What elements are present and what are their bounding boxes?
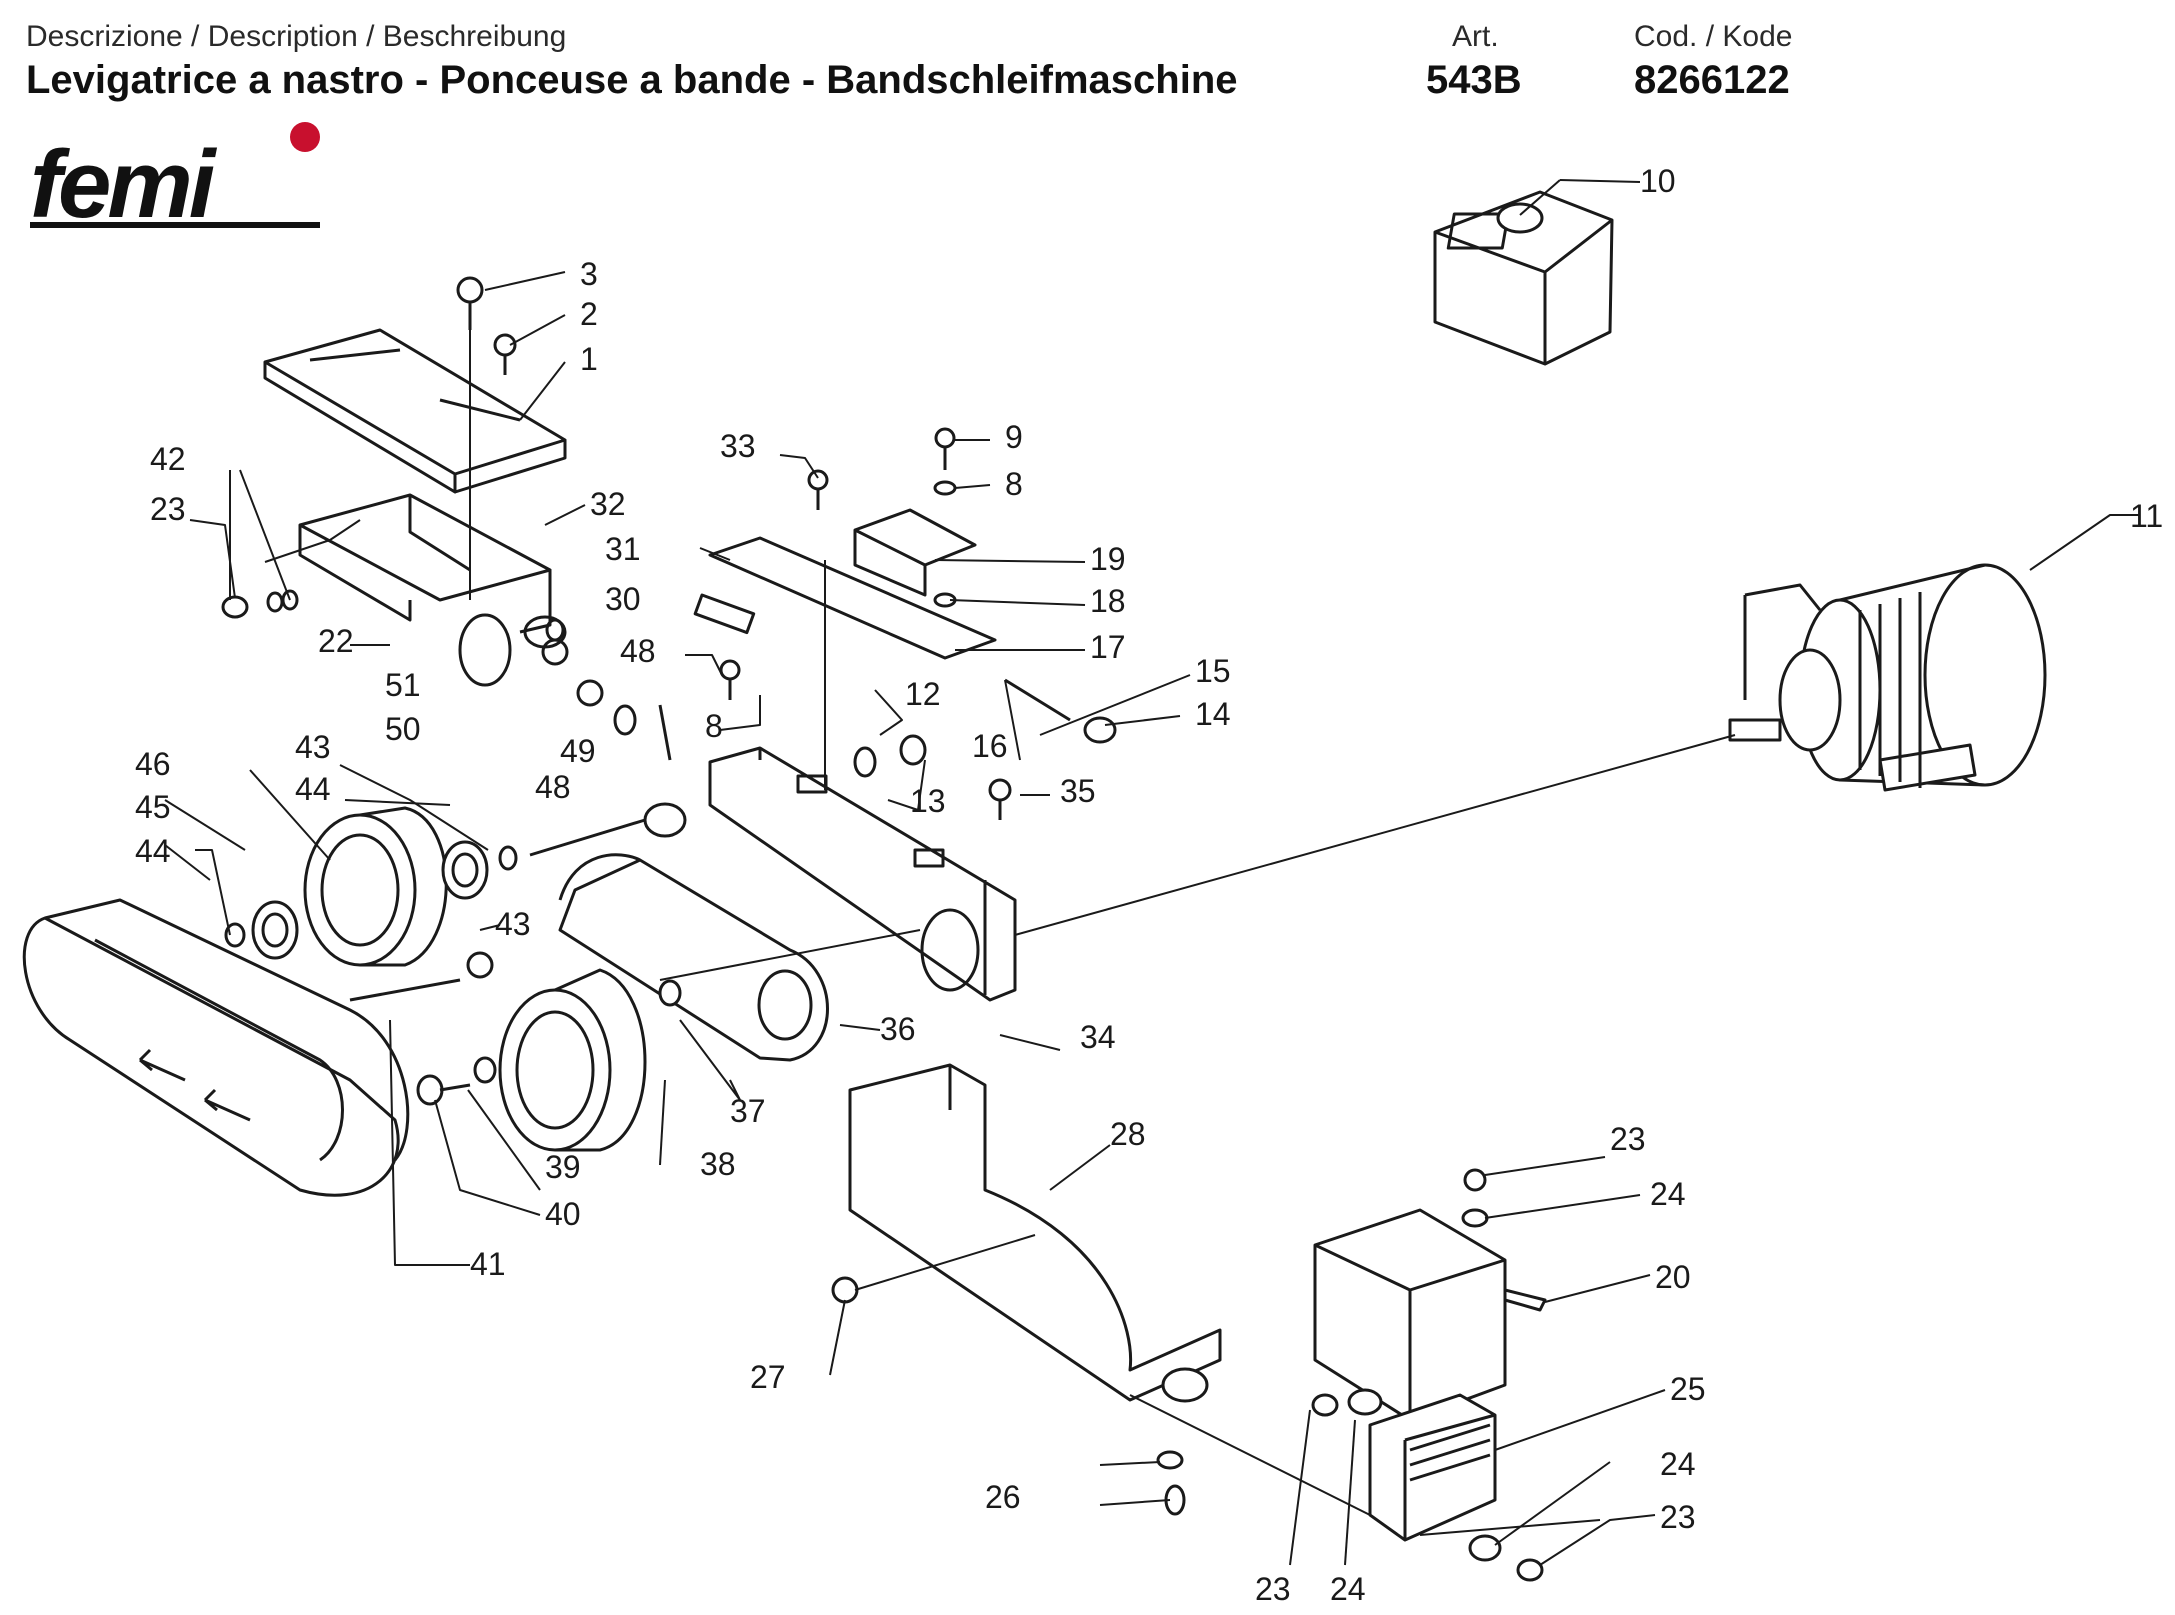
code-label: Cod. / Kode [1634,20,1793,53]
description-value: Levigatrice a nastro - Ponceuse a bande … [26,58,1238,102]
callout-43a: 43 [295,729,331,765]
callout-10: 10 [1640,163,1676,199]
hardware-parts [221,276,1544,1582]
logo-underline [30,222,320,228]
callout-13: 13 [910,783,946,819]
callout-34: 35 [1060,773,1096,809]
angle-bracket-part [853,508,977,597]
callout-17: 17 [1090,629,1126,665]
callout-9: 9 [1005,419,1023,455]
callout-24a: 24 [1650,1176,1686,1212]
callout-29: 30 [605,581,641,617]
callout-23d: 23 [1255,1571,1291,1607]
callout-44a: 44 [295,771,331,807]
callout-19: 19 [1090,541,1126,577]
callout-23b: 23 [1610,1121,1646,1157]
logo-dot [290,122,320,152]
callout-31: 32 [590,486,626,522]
callout-15: 15 [1195,653,1231,689]
art-label: Art. [1452,20,1499,53]
callout-33: 34 [1080,1019,1116,1055]
callout-40: 41 [470,1246,506,1282]
main-arm-part [708,746,1017,1002]
plate-part [708,536,997,660]
callout-38: 39 [545,1149,581,1185]
callout-48: 50 [385,711,421,747]
callout-35: 36 [880,1011,916,1047]
callout-47: 49 [560,733,596,769]
art-value: 543B [1426,58,1522,102]
callout-37: 38 [700,1146,736,1182]
callout-49: 51 [385,667,421,703]
sanding-belt-part [22,898,410,1197]
callout-30: 31 [605,531,641,567]
callout-12: 12 [905,676,941,712]
switch-box-part [1433,190,1614,366]
callout-32: 33 [720,428,756,464]
callout-22: 22 [318,623,354,659]
callout-14: 14 [1195,696,1231,732]
callout-23a: 23 [150,491,186,527]
callout-41: 42 [150,441,186,477]
callout-24b: 24 [1660,1446,1696,1482]
femi-logo: femi [30,131,215,238]
callout-50: 8 [705,708,723,744]
assembly-lines [469,330,1736,1516]
callout-43b: 44 [135,833,171,869]
callout-16: 16 [972,728,1008,764]
callout-42: 43 [495,906,531,942]
callout-27: 27 [750,1359,786,1395]
leader-lines [164,179,2140,1566]
callout-36: 37 [730,1093,766,1129]
bracket-part [298,493,552,634]
plate-35-part [558,853,829,1062]
callout-26: 26 [985,1479,1021,1515]
motor-part [1728,563,2047,792]
callout-2: 2 [580,296,598,332]
callout-45: 46 [135,746,171,782]
callout-3: 3 [580,256,598,292]
roller-37-part [498,968,647,1152]
callout-1: 1 [580,341,598,377]
roller-45-part [303,806,448,967]
code-value: 8266122 [1634,58,1790,102]
callout-28: 28 [1110,1116,1146,1152]
callout-44b: 45 [135,789,171,825]
callout-11: 11 [2130,498,2163,534]
callout-20: 20 [1655,1259,1691,1295]
callout-46: 48 [535,769,571,805]
description-label: Descrizione / Description / Beschreibung [26,20,567,53]
callout-18: 18 [1090,583,1126,619]
callout-39: 40 [545,1196,581,1232]
callout-labels: 10 11 3 2 1 32 33 9 8 19 18 17 31 30 48 … [135,163,2163,1607]
guard-part [1313,1208,1547,1422]
callout-8: 8 [1005,466,1023,502]
callout-24c: 24 [1330,1571,1366,1607]
callout-25: 25 [1670,1371,1706,1407]
bearing-44-part [251,840,489,960]
callout-51: 48 [620,633,656,669]
callout-23c: 23 [1660,1499,1696,1535]
plate-25-part [1368,1393,1497,1542]
top-plate-part [263,328,567,494]
lower-bracket-part [848,1063,1222,1403]
